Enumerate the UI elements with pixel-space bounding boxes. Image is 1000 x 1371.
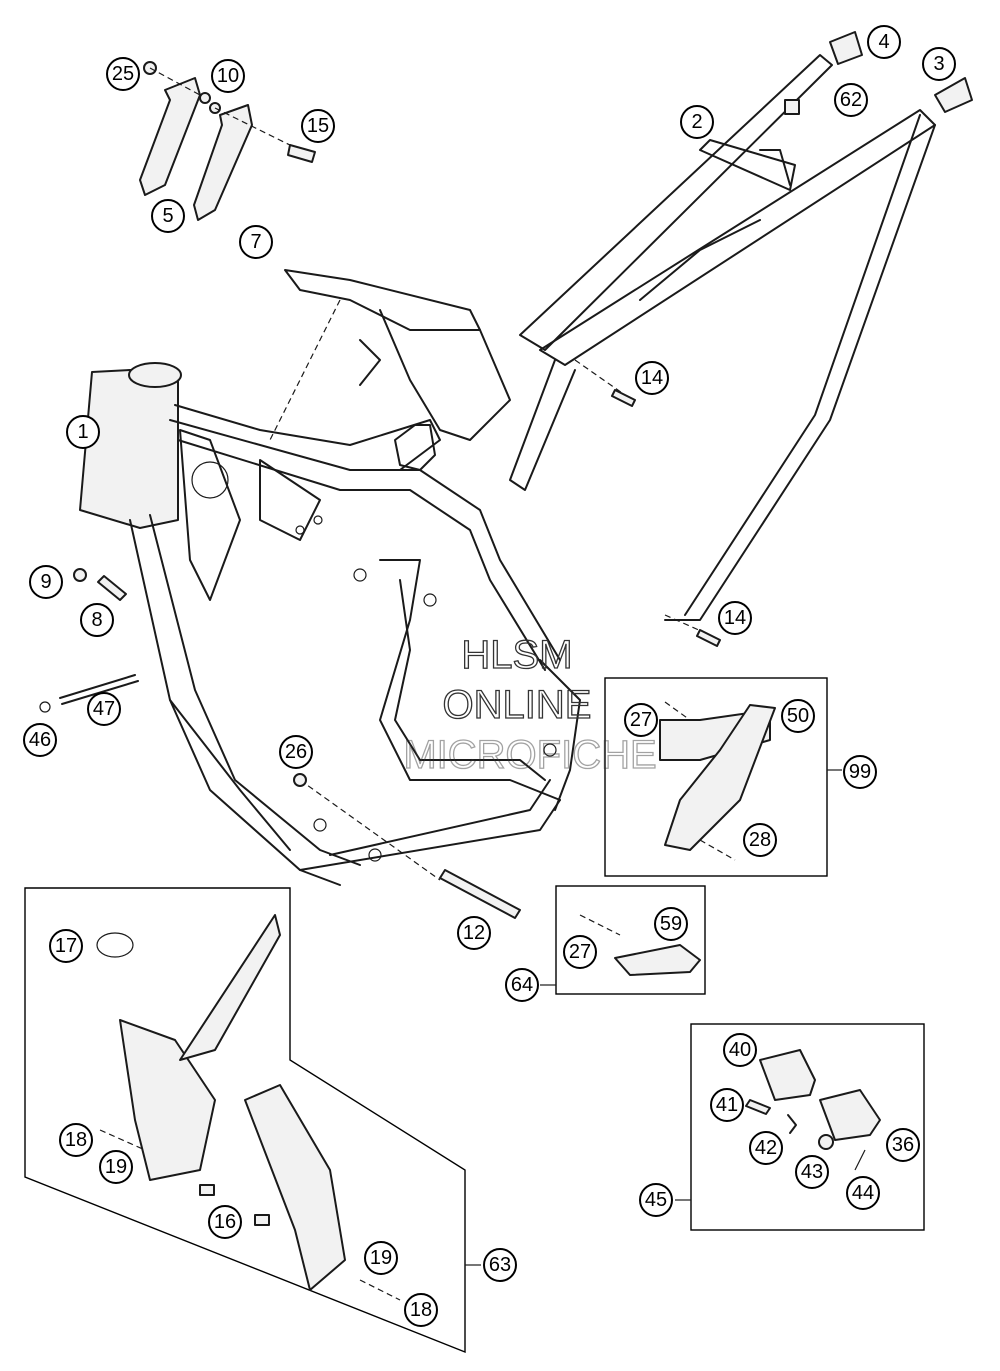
svg-text:12: 12 xyxy=(463,922,485,944)
watermark: HLSM ONLINE MICROFICHE xyxy=(403,632,658,777)
callout-64: 64 xyxy=(505,968,539,1002)
svg-text:46: 46 xyxy=(29,729,51,751)
callout-26: 26 xyxy=(279,735,313,769)
callout-99: 99 xyxy=(843,755,877,789)
end-cap-4 xyxy=(829,31,863,65)
callout-3: 3 xyxy=(922,47,956,81)
watermark-line-3: MICROFICHE xyxy=(403,733,656,777)
callout-50: 50 xyxy=(781,699,815,733)
svg-text:42: 42 xyxy=(755,1137,777,1159)
svg-text:40: 40 xyxy=(729,1039,751,1061)
svg-text:27: 27 xyxy=(569,941,591,963)
callout-19-right: 19 xyxy=(364,1241,398,1275)
svg-text:25: 25 xyxy=(112,63,134,85)
svg-text:16: 16 xyxy=(214,1211,236,1233)
callout-46: 46 xyxy=(23,723,57,757)
bolt-12 xyxy=(293,773,521,919)
watermark-line-1: HLSM xyxy=(461,633,572,677)
svg-text:63: 63 xyxy=(489,1254,511,1276)
svg-text:43: 43 xyxy=(801,1161,823,1183)
callout-27-lower: 27 xyxy=(563,935,597,969)
svg-text:5: 5 xyxy=(162,205,173,227)
callout-9: 9 xyxy=(29,565,63,599)
bolts-14 xyxy=(574,359,721,647)
svg-text:50: 50 xyxy=(787,705,809,727)
svg-text:8: 8 xyxy=(91,609,102,631)
svg-text:1: 1 xyxy=(77,421,88,443)
svg-text:15: 15 xyxy=(307,115,329,137)
svg-text:47: 47 xyxy=(93,698,115,720)
svg-text:18: 18 xyxy=(65,1129,87,1151)
svg-text:2: 2 xyxy=(691,111,702,133)
callout-25: 25 xyxy=(106,57,140,91)
svg-text:19: 19 xyxy=(105,1156,127,1178)
chain-guide-group xyxy=(604,677,842,877)
svg-text:99: 99 xyxy=(849,761,871,783)
callout-62: 62 xyxy=(834,83,868,117)
callout-14-upper: 14 xyxy=(635,361,669,395)
svg-text:18: 18 xyxy=(410,1299,432,1321)
svg-text:17: 17 xyxy=(55,935,77,957)
svg-text:4: 4 xyxy=(878,31,889,53)
watermark-line-2: ONLINE xyxy=(443,683,592,727)
svg-text:44: 44 xyxy=(852,1182,874,1204)
callout-12: 12 xyxy=(457,916,491,950)
svg-text:36: 36 xyxy=(892,1134,914,1156)
callout-40: 40 xyxy=(723,1033,757,1067)
chain-slider-group xyxy=(540,885,706,995)
callout-36: 36 xyxy=(886,1128,920,1162)
callout-19-left: 19 xyxy=(99,1150,133,1184)
svg-text:14: 14 xyxy=(724,607,746,629)
callout-47: 47 xyxy=(87,692,121,726)
callout-5: 5 xyxy=(151,199,185,233)
callout-8: 8 xyxy=(80,603,114,637)
svg-text:41: 41 xyxy=(716,1094,738,1116)
svg-text:19: 19 xyxy=(370,1247,392,1269)
callout-18-right: 18 xyxy=(404,1293,438,1327)
callout-59: 59 xyxy=(654,907,688,941)
main-frame xyxy=(79,362,581,886)
callout-16: 16 xyxy=(208,1205,242,1239)
callout-63: 63 xyxy=(483,1248,517,1282)
callout-10: 10 xyxy=(211,59,245,93)
end-cap-3 xyxy=(934,77,973,113)
svg-text:45: 45 xyxy=(645,1189,667,1211)
callout-42: 42 xyxy=(749,1131,783,1165)
callout-4: 4 xyxy=(867,25,901,59)
callout-18-left: 18 xyxy=(59,1123,93,1157)
svg-text:27: 27 xyxy=(630,709,652,731)
callout-15: 15 xyxy=(301,109,335,143)
svg-text:28: 28 xyxy=(749,829,771,851)
callout-45: 45 xyxy=(639,1183,673,1217)
callout-14-lower: 14 xyxy=(718,601,752,635)
frame-plate-7 xyxy=(269,269,511,441)
callout-41: 41 xyxy=(710,1088,744,1122)
svg-text:26: 26 xyxy=(285,741,307,763)
svg-text:64: 64 xyxy=(511,974,533,996)
svg-text:7: 7 xyxy=(250,231,261,253)
callout-7: 7 xyxy=(239,225,273,259)
bolt-62 xyxy=(784,99,800,115)
subframe xyxy=(509,54,936,621)
svg-text:14: 14 xyxy=(641,367,663,389)
svg-text:3: 3 xyxy=(933,53,944,75)
callout-27-upper: 27 xyxy=(624,703,658,737)
callout-17: 17 xyxy=(49,929,83,963)
svg-text:59: 59 xyxy=(660,913,682,935)
svg-text:10: 10 xyxy=(217,65,239,87)
svg-text:62: 62 xyxy=(840,89,862,111)
bolt-8-nut-9 xyxy=(73,568,127,601)
engine-mount-brackets xyxy=(139,61,316,221)
frame-protector-group xyxy=(24,887,481,1354)
callout-44: 44 xyxy=(846,1176,880,1210)
callout-28: 28 xyxy=(743,823,777,857)
svg-text:9: 9 xyxy=(40,571,51,593)
footpeg-group xyxy=(675,1023,925,1231)
callout-1: 1 xyxy=(66,415,100,449)
callout-43: 43 xyxy=(795,1155,829,1189)
callout-2: 2 xyxy=(680,105,714,139)
